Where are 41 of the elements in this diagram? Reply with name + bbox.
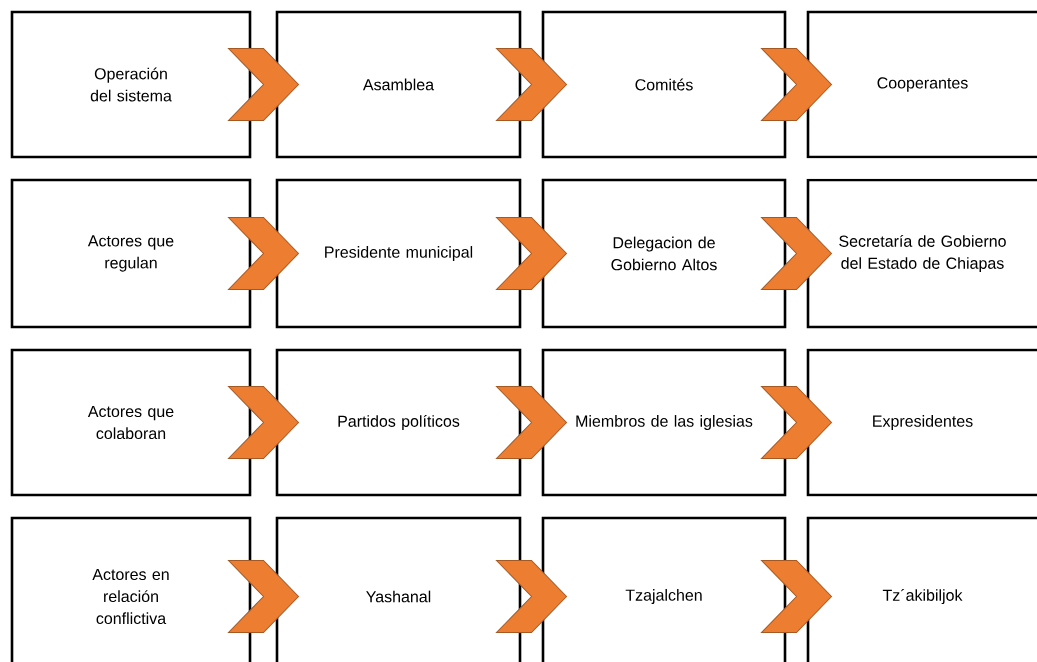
- node-label: Actores que regulan: [87, 235, 174, 272]
- chevron-arrow: [228, 48, 299, 121]
- process-box: [806, 10, 1037, 159]
- node-label: Tzajalchen: [625, 589, 702, 604]
- chevron-arrow: [761, 386, 832, 459]
- chevron-arrow: [761, 217, 832, 290]
- node-label: Actores que colaboran: [87, 405, 174, 440]
- chevron-arrow: [761, 48, 832, 121]
- chevron-arrow: [496, 560, 567, 633]
- node-label: Asamblea: [362, 78, 435, 91]
- chevron-arrow: [761, 560, 832, 633]
- process-box: [10, 178, 252, 329]
- chevron-arrow: [228, 560, 299, 633]
- process-box: [10, 516, 252, 662]
- chevron-arrow: [228, 386, 299, 459]
- process-box: [806, 348, 1037, 497]
- process-box: [275, 348, 522, 497]
- node-label: Delegacion de Gobierno Altos: [611, 236, 717, 271]
- process-box: [275, 178, 522, 329]
- process-box: [541, 10, 787, 159]
- node-label: Secretaría de Gobierno del Estado de Chiapas: [839, 234, 1006, 273]
- node-label: Operación del sistema: [90, 67, 172, 102]
- node-label: Cooperantes: [877, 77, 968, 92]
- node-label: Expresidentes: [873, 415, 973, 430]
- chevron-arrow: [496, 386, 567, 459]
- node-label: Tz´akibiljok: [882, 588, 963, 605]
- node-label: Comités: [635, 78, 693, 91]
- process-box: [275, 10, 522, 159]
- chevron-arrow: [228, 217, 299, 290]
- process-box: [541, 178, 787, 329]
- node-label: Partidos políticos: [338, 414, 460, 431]
- chevron-arrow: [496, 48, 567, 121]
- node-label: Yashanal: [366, 590, 431, 603]
- process-box: [806, 178, 1037, 329]
- process-box: [541, 348, 787, 497]
- node-label: Actores en relación conflictiva: [92, 568, 169, 625]
- process-box: [10, 348, 252, 497]
- chevron-arrow: [496, 217, 567, 290]
- node-label: Miembros de las iglesias: [576, 415, 753, 430]
- node-label: Presidente municipal: [325, 246, 473, 261]
- process-box: [10, 10, 252, 159]
